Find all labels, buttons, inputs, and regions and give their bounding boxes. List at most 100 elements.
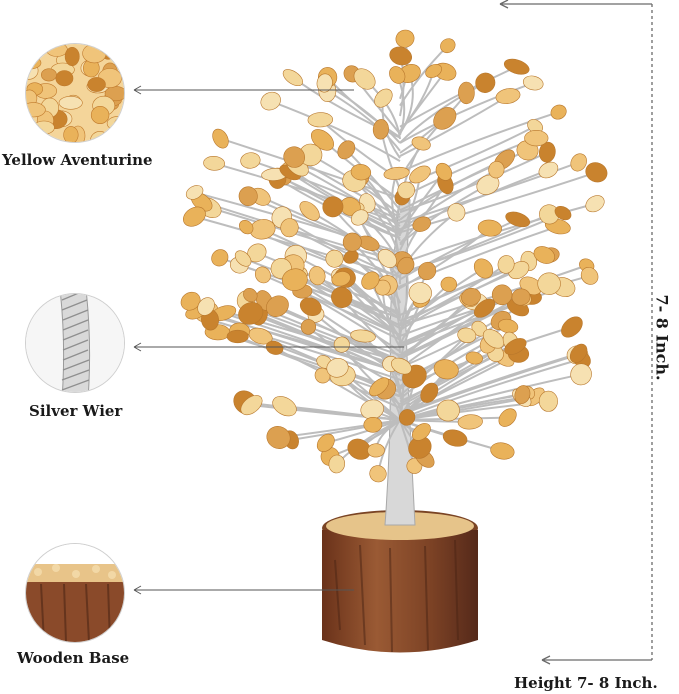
aventurine-stone [490, 442, 515, 460]
aventurine-stone [458, 81, 475, 105]
aventurine-stone [185, 185, 204, 200]
aventurine-stone [331, 286, 353, 308]
aventurine-stone [550, 104, 567, 120]
aventurine-stone [372, 119, 389, 140]
aventurine-stone [420, 382, 439, 403]
aventurine-stone [350, 164, 372, 181]
aventurine-stone [457, 414, 483, 430]
aventurine-stone [260, 91, 281, 111]
aventurine-stone [538, 161, 559, 179]
aventurine-stone [491, 284, 513, 306]
aventurine-stone [353, 68, 376, 90]
aventurine-stone [350, 329, 376, 343]
aventurine-stone [473, 258, 494, 279]
height-dimension-line [499, 0, 653, 665]
aventurine-stone [265, 295, 289, 317]
aventurine-stone [488, 161, 505, 179]
aventurine-stone [425, 63, 442, 79]
aventurine-stone [398, 409, 416, 426]
aventurine-stone [234, 250, 252, 267]
aventurine-stone [239, 219, 254, 235]
aventurine-stone [585, 162, 608, 183]
aventurine-stone [240, 152, 261, 169]
aventurine-stone [395, 29, 415, 48]
bottom-height-label: Height 7- 8 Inch. [514, 674, 658, 692]
aventurine-stone [476, 174, 500, 195]
aventurine-stone [465, 351, 483, 365]
aventurine-stone [331, 271, 351, 287]
aventurine-stone [183, 206, 206, 227]
aventurine-stone [282, 69, 304, 87]
aventurine-stone [569, 343, 588, 363]
aventurine-stone [325, 249, 344, 268]
aventurine-stone [475, 72, 496, 93]
aventurine-stone [504, 338, 527, 355]
aventurine-stone [363, 416, 383, 433]
silver-wire-closeup [26, 294, 124, 392]
aventurine-stone [561, 316, 583, 338]
aventurine-stone [554, 205, 572, 221]
aventurine-stone [495, 88, 521, 105]
aventurine-stone [266, 426, 291, 449]
aventurine-stone [374, 88, 393, 108]
aventurine-stone [299, 297, 322, 317]
aventurine-stone [307, 112, 333, 128]
aventurine-stone [482, 329, 505, 349]
aventurine-stone [503, 58, 530, 75]
aventurine-stone [238, 186, 258, 206]
aventurine-stone [316, 433, 335, 452]
aventurine-stone [440, 38, 456, 54]
aventurine-stone [511, 288, 531, 306]
aventurine-stone [238, 302, 264, 325]
aventurine-stone [369, 377, 390, 397]
aventurine-stone [570, 153, 587, 172]
aventurine-stone [361, 271, 380, 290]
aventurine-stone [477, 219, 502, 237]
aventurine-stone [280, 218, 299, 238]
aventurine-stone [281, 268, 308, 291]
aventurine-stone [457, 327, 477, 343]
crystal-tree-photo [180, 29, 608, 653]
aventurine-stone [397, 256, 415, 275]
aventurine-stone [585, 195, 605, 213]
aventurine-stone [316, 73, 333, 93]
aventurine-stone [240, 395, 263, 416]
aventurine-stones [180, 29, 608, 483]
aventurine-stone [300, 319, 317, 335]
aventurine-stone [389, 66, 406, 84]
aventurine-stone [412, 216, 431, 232]
wooden-base-pointer-line [133, 585, 354, 595]
aventurine-stone [497, 255, 515, 274]
aventurine-stone [197, 297, 215, 316]
aventurine-stone [580, 267, 599, 285]
aventurine-stone [418, 261, 437, 281]
aventurine-stone [328, 454, 346, 474]
aventurine-stone [180, 291, 201, 311]
aventurine-stone [435, 162, 453, 181]
aventurine-stone [440, 276, 457, 292]
silver-wire-pointer-line [133, 342, 404, 352]
aventurine-stone [377, 249, 397, 268]
aventurine-stone [243, 288, 258, 303]
aventurine-stone [433, 359, 459, 380]
aventurine-stone [539, 204, 560, 225]
wooden-base-closeup [26, 544, 124, 642]
aventurine-stone [524, 130, 549, 147]
aventurine-stone [342, 232, 362, 252]
aventurine-stone [322, 196, 344, 218]
aventurine-stone [367, 443, 385, 458]
aventurine-stone [369, 465, 387, 483]
aventurine-stone [433, 107, 457, 130]
aventurine-stone [498, 408, 517, 427]
aventurine-stone [383, 166, 410, 180]
aventurine-stone [461, 287, 481, 306]
aventurine-stone [203, 155, 225, 171]
side-height-label: 7- 8 Inch. [652, 294, 672, 381]
aventurine-stone [343, 250, 359, 264]
aventurine-closeup [26, 44, 124, 142]
aventurine-stone [447, 203, 466, 222]
aventurine-stone [533, 246, 555, 264]
silver-wire-label: Silver Wier [29, 402, 123, 420]
aventurine-stone [411, 423, 431, 441]
aventurine-stone [283, 146, 306, 168]
